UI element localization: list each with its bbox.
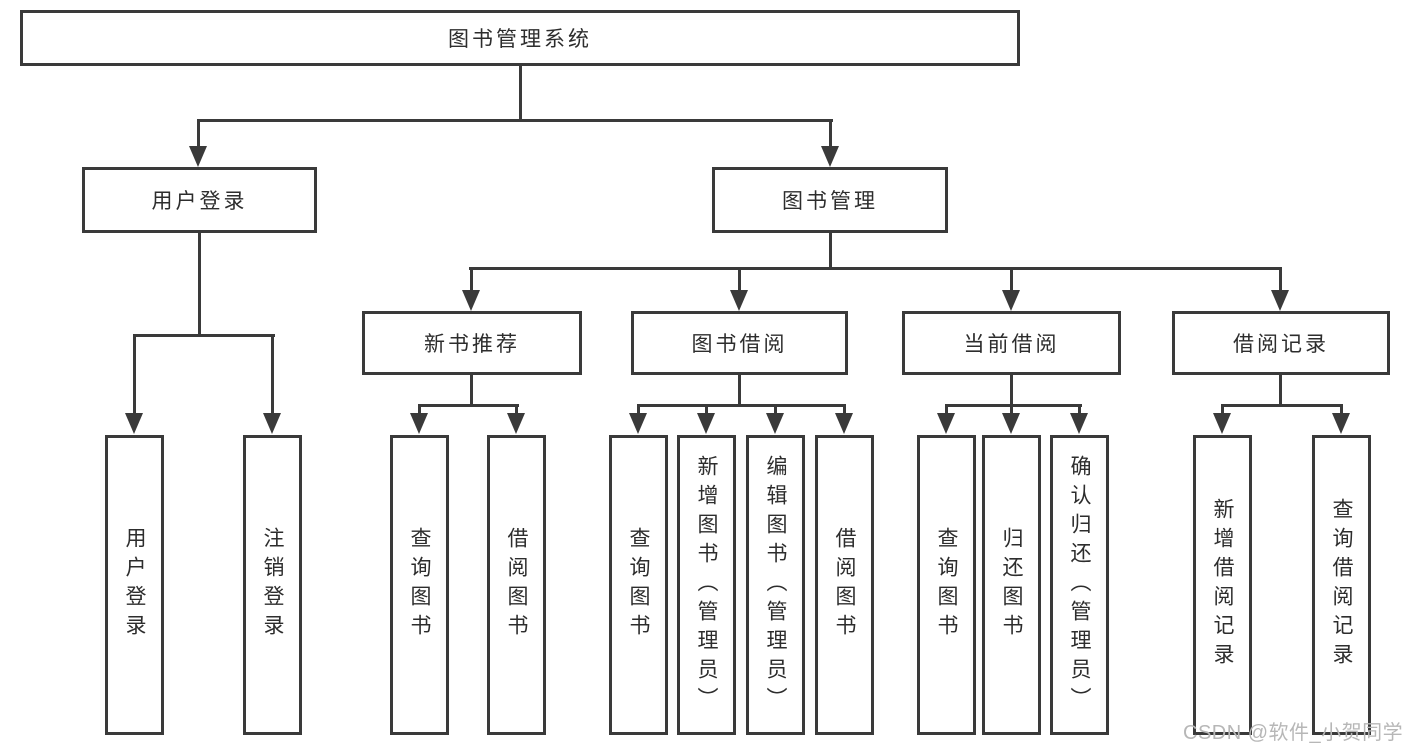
arrow-down-icon (1271, 290, 1289, 311)
leaf-return-books: 归还图书 (982, 435, 1041, 735)
arrow-down-icon (821, 146, 839, 167)
connector-line (637, 404, 640, 416)
arrow-down-icon (697, 413, 715, 434)
node-user-login-label: 用户登录 (151, 190, 248, 213)
leaf-user-login: 用户登录 (105, 435, 164, 735)
node-root: 图书管理系统 (20, 10, 1020, 66)
node-user-login: 用户登录 (82, 167, 317, 233)
leaf-borrow-books: 借阅图书 (815, 435, 874, 735)
arrow-down-icon (1002, 413, 1020, 434)
arrow-down-icon (125, 413, 143, 434)
leaf-add-borrow-record: 新增借阅记录 (1193, 435, 1252, 735)
arrow-down-icon (937, 413, 955, 434)
arrow-down-icon (462, 290, 480, 311)
node-new-book-recommend: 新书推荐 (362, 311, 582, 375)
connector-line (469, 267, 1282, 270)
node-book-borrowing-label: 图书借阅 (691, 333, 788, 356)
leaf-borrow-books-recommend-label: 借阅图书 (505, 527, 528, 643)
connector-line (705, 404, 708, 416)
connector-line (1010, 404, 1013, 416)
connector-line (519, 65, 522, 121)
connector-line (1010, 375, 1013, 406)
arrow-down-icon (730, 290, 748, 311)
leaf-return-books-label: 归还图书 (1000, 527, 1023, 643)
leaf-add-books-admin: 新增图书（管理员） (677, 435, 736, 735)
connector-line (470, 267, 473, 292)
connector-line (1340, 404, 1343, 416)
connector-line (133, 334, 275, 337)
arrow-down-icon (1213, 413, 1231, 434)
leaf-confirm-return-admin-label: 确认归还（管理员） (1068, 454, 1091, 716)
arrow-down-icon (1332, 413, 1350, 434)
leaf-query-books-recommend-label: 查询图书 (408, 527, 431, 643)
node-book-management: 图书管理 (712, 167, 948, 233)
leaf-borrow-books-label: 借阅图书 (833, 527, 856, 643)
arrow-down-icon (189, 146, 207, 167)
connector-line (133, 334, 136, 414)
leaf-logout: 注销登录 (243, 435, 302, 735)
leaf-edit-books-admin: 编辑图书（管理员） (746, 435, 805, 735)
node-book-management-label: 图书管理 (782, 190, 878, 213)
connector-line (197, 119, 200, 149)
arrow-down-icon (835, 413, 853, 434)
leaf-logout-label: 注销登录 (261, 527, 284, 643)
arrow-down-icon (1002, 290, 1020, 311)
connector-line (418, 404, 519, 407)
arrow-down-icon (263, 413, 281, 434)
connector-line (470, 375, 473, 406)
connector-line (945, 404, 948, 416)
watermark: CSDN @软件_小贺同学 (1183, 722, 1404, 744)
connector-line (1221, 404, 1224, 416)
node-current-borrowing-label: 当前借阅 (963, 333, 1060, 356)
leaf-confirm-return-admin: 确认归还（管理员） (1050, 435, 1109, 735)
leaf-query-books-recommend: 查询图书 (390, 435, 449, 735)
connector-line (1221, 404, 1343, 407)
leaf-add-books-admin-label: 新增图书（管理员） (695, 454, 718, 716)
arrow-down-icon (507, 413, 525, 434)
leaf-query-books-borrowing: 查询图书 (609, 435, 668, 735)
connector-line (1010, 267, 1013, 292)
connector-line (774, 404, 777, 416)
connector-line (418, 404, 421, 416)
leaf-borrow-books-recommend: 借阅图书 (487, 435, 546, 735)
connector-line (829, 119, 832, 149)
leaf-edit-books-admin-label: 编辑图书（管理员） (764, 454, 787, 716)
connector-line (197, 119, 833, 122)
connector-line (829, 233, 832, 269)
leaf-query-books-current-label: 查询图书 (935, 527, 958, 643)
leaf-query-borrow-record: 查询借阅记录 (1312, 435, 1371, 735)
leaf-query-books-current: 查询图书 (917, 435, 976, 735)
node-current-borrowing: 当前借阅 (902, 311, 1121, 375)
leaf-user-login-label: 用户登录 (123, 527, 146, 643)
connector-line (271, 334, 274, 414)
connector-line (945, 404, 1082, 407)
connector-line (738, 375, 741, 406)
connector-line (843, 404, 846, 416)
leaf-query-borrow-record-label: 查询借阅记录 (1330, 498, 1353, 672)
connector-line (198, 233, 201, 336)
node-borrowing-records-label: 借阅记录 (1233, 333, 1329, 356)
node-new-book-recommend-label: 新书推荐 (424, 333, 520, 356)
leaf-query-books-borrowing-label: 查询图书 (627, 527, 650, 643)
node-borrowing-records: 借阅记录 (1172, 311, 1390, 375)
leaf-add-borrow-record-label: 新增借阅记录 (1211, 498, 1234, 672)
connector-line (1279, 267, 1282, 292)
connector-line (738, 267, 741, 292)
arrow-down-icon (629, 413, 647, 434)
arrow-down-icon (766, 413, 784, 434)
arrow-down-icon (1070, 413, 1088, 434)
connector-line (515, 404, 518, 416)
connector-line (1078, 404, 1081, 416)
connector-line (1279, 375, 1282, 406)
connector-line (637, 404, 846, 407)
arrow-down-icon (410, 413, 428, 434)
node-book-borrowing: 图书借阅 (631, 311, 848, 375)
node-root-label: 图书管理系统 (448, 28, 592, 51)
